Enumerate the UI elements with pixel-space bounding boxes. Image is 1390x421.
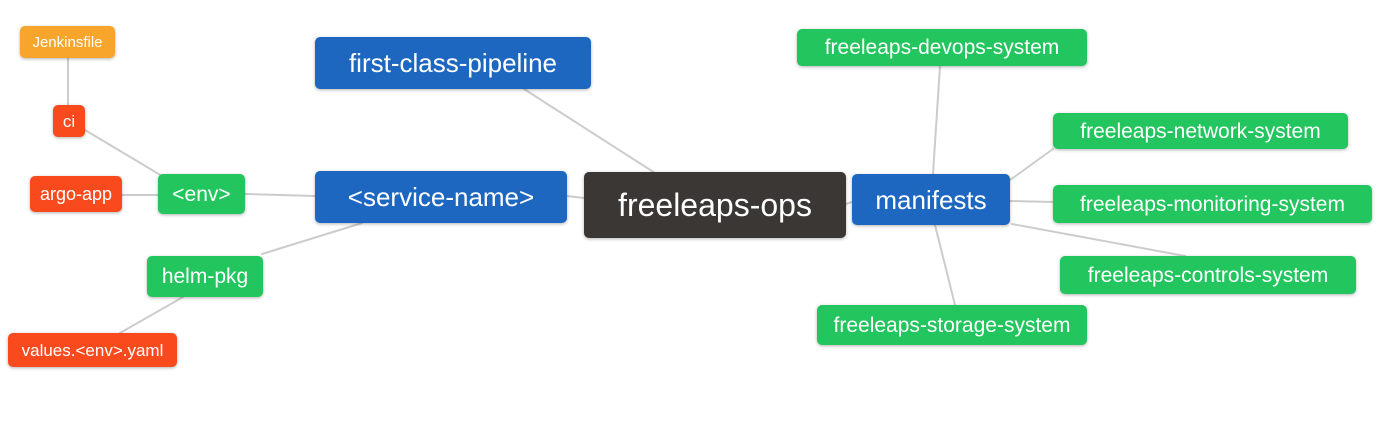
node-network-system[interactable]: freeleaps-network-system — [1053, 113, 1348, 149]
node-first-class-pipeline[interactable]: first-class-pipeline — [315, 37, 591, 89]
node-label: manifests — [875, 184, 987, 215]
node-freeleaps-ops[interactable]: freeleaps-ops — [584, 172, 846, 238]
edge-manifests-monitoring-system — [1009, 200, 1054, 203]
node-label: ci — [62, 111, 76, 131]
edge-manifests-controls-system — [1011, 223, 1186, 257]
node-values-env-yaml[interactable]: values.<env>.yaml — [8, 333, 177, 367]
node-label: freeleaps-ops — [618, 187, 812, 223]
node-label: helm-pkg — [161, 265, 249, 288]
node-label: freeleaps-network-system — [1080, 119, 1321, 143]
edge-service-name-freeleaps-ops — [566, 195, 585, 199]
node-label: freeleaps-controls-system — [1087, 263, 1329, 287]
node-label: values.<env>.yaml — [21, 340, 164, 360]
node-monitoring-system[interactable]: freeleaps-monitoring-system — [1053, 185, 1372, 223]
edge-ci-env — [84, 129, 163, 177]
node-ci[interactable]: ci — [53, 105, 85, 137]
node-label: freeleaps-monitoring-system — [1080, 192, 1345, 216]
edge-env-service-name — [244, 193, 316, 197]
node-label: Jenkinsfile — [32, 33, 103, 51]
node-label: <env> — [172, 182, 231, 206]
node-argo-app[interactable]: argo-app — [30, 176, 122, 212]
edge-manifests-storage-system — [934, 224, 956, 306]
node-service-name[interactable]: <service-name> — [315, 171, 567, 223]
node-env[interactable]: <env> — [158, 174, 245, 214]
node-helm-pkg[interactable]: helm-pkg — [147, 256, 263, 297]
node-controls-system[interactable]: freeleaps-controls-system — [1060, 256, 1356, 294]
node-storage-system[interactable]: freeleaps-storage-system — [817, 305, 1087, 345]
edge-manifests-network-system — [1009, 148, 1054, 181]
edge-values-env-yaml-helm-pkg — [119, 296, 184, 334]
node-label: argo-app — [39, 184, 113, 204]
node-label: freeleaps-storage-system — [833, 313, 1071, 337]
edge-manifests-devops-system — [932, 65, 941, 175]
node-label: freeleaps-devops-system — [824, 36, 1060, 59]
node-jenkinsfile[interactable]: Jenkinsfile — [20, 26, 115, 58]
edge-freeleaps-ops-manifests — [845, 201, 853, 205]
node-label: <service-name> — [347, 182, 535, 212]
edge-first-class-pipeline-freeleaps-ops — [523, 88, 656, 174]
edge-helm-pkg-service-name — [261, 222, 363, 255]
node-devops-system[interactable]: freeleaps-devops-system — [797, 29, 1087, 66]
node-label: first-class-pipeline — [348, 48, 558, 78]
node-manifests[interactable]: manifests — [852, 174, 1010, 225]
